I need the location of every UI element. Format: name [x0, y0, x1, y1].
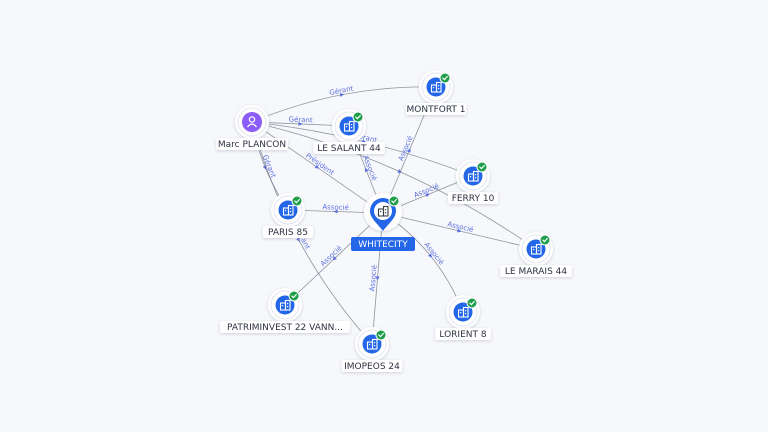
node-patrim[interactable]: PATRIMINVEST 22 VANN... [220, 288, 350, 333]
edge-marc-montfort[interactable]: Gérant [251, 85, 437, 123]
edge-label: Gérant [288, 116, 313, 125]
edge-center-imopeos[interactable]: Associé [368, 212, 384, 345]
edge-arrow [425, 193, 430, 198]
edge-arrow [333, 209, 338, 214]
building-icon [457, 306, 469, 318]
edge-arrow [375, 276, 380, 281]
building-pin-icon [370, 198, 396, 231]
nodes-layer: Marc PLANCON MONTFORT 1 LE SALANT 44 FERRY … [216, 70, 572, 372]
building-icon [366, 338, 378, 350]
svg-text:PARIS 85: PARIS 85 [268, 228, 308, 238]
node-imopeos[interactable]: IMOPEOS 24 [341, 327, 403, 372]
node-marc[interactable]: Marc PLANCON [216, 105, 288, 150]
node-label-ferry: FERRY 10 [447, 192, 499, 204]
user-icon [246, 116, 258, 128]
svg-text:FERRY 10: FERRY 10 [452, 194, 495, 204]
node-ferry[interactable]: FERRY 10 [447, 159, 499, 204]
node-label-marc: Marc PLANCON [216, 138, 288, 150]
node-label-lesalant: LE SALANT 44 [313, 142, 385, 154]
edge-label: Associé [413, 182, 441, 199]
building-icon [279, 299, 291, 311]
node-label-lemarais: LE MARAIS 44 [500, 265, 572, 277]
svg-text:LE SALANT 44: LE SALANT 44 [317, 144, 381, 154]
edge-arrow [457, 228, 462, 233]
edge-label: Associé [422, 241, 445, 267]
node-label-patrim: PATRIMINVEST 22 VANN... [220, 321, 350, 333]
svg-text:Marc PLANCON: Marc PLANCON [218, 140, 286, 150]
svg-text:PATRIMINVEST 22 VANN...: PATRIMINVEST 22 VANN... [227, 323, 343, 333]
node-montfort[interactable]: MONTFORT 1 [405, 70, 467, 115]
svg-text:LE MARAIS 44: LE MARAIS 44 [505, 267, 567, 277]
node-label-montfort: MONTFORT 1 [405, 103, 467, 115]
building-icon [467, 170, 479, 182]
verified-check-icon [288, 290, 300, 302]
edge-arrow [339, 93, 345, 98]
svg-text:IMOPEOS 24: IMOPEOS 24 [344, 362, 400, 372]
node-label-lorient: LORIENT 8 [435, 328, 491, 340]
edge-arrow [314, 164, 320, 169]
edge-arrow [364, 167, 369, 173]
center-label: WHITECITY [351, 237, 415, 251]
edge-label: Associé [368, 265, 378, 292]
verified-check-icon [375, 329, 387, 341]
edge-arrow [332, 256, 337, 261]
edge-label: Associé [361, 154, 378, 182]
edge-arrow [406, 148, 411, 153]
verified-check-icon [539, 234, 551, 246]
verified-check-icon [439, 72, 451, 84]
edge-label: Associé [447, 220, 475, 234]
edge-label: Associé [319, 244, 344, 268]
node-lorient[interactable]: LORIENT 8 [435, 295, 491, 340]
verified-check-icon [476, 161, 488, 173]
edge-arrow [427, 253, 433, 258]
node-label-paris: PARIS 85 [262, 226, 314, 238]
svg-text:MONTFORT 1: MONTFORT 1 [406, 105, 465, 115]
building-icon [530, 243, 542, 255]
verified-check-icon [291, 195, 303, 207]
building-icon [377, 205, 389, 217]
edge-arrow [298, 121, 303, 126]
edge-arrow [397, 169, 402, 173]
edge-label: Associé [397, 135, 415, 163]
node-label-imopeos: IMOPEOS 24 [341, 360, 403, 372]
edge-label: Président [304, 152, 336, 177]
building-icon [430, 81, 442, 93]
center-node[interactable]: WHITECITY [351, 193, 415, 251]
svg-text:WHITECITY: WHITECITY [358, 240, 408, 250]
edge-arrow [296, 237, 300, 242]
building-icon [343, 120, 355, 132]
building-icon [282, 204, 294, 216]
node-paris[interactable]: PARIS 85 [262, 193, 314, 238]
svg-text:LORIENT 8: LORIENT 8 [439, 330, 486, 340]
verified-check-icon [466, 297, 478, 309]
verified-check-icon [352, 111, 364, 123]
node-lemarais[interactable]: LE MARAIS 44 [500, 232, 572, 277]
node-lesalant[interactable]: LE SALANT 44 [313, 109, 385, 154]
verified-check-icon [388, 195, 400, 207]
edge-label: Associé [322, 203, 349, 212]
